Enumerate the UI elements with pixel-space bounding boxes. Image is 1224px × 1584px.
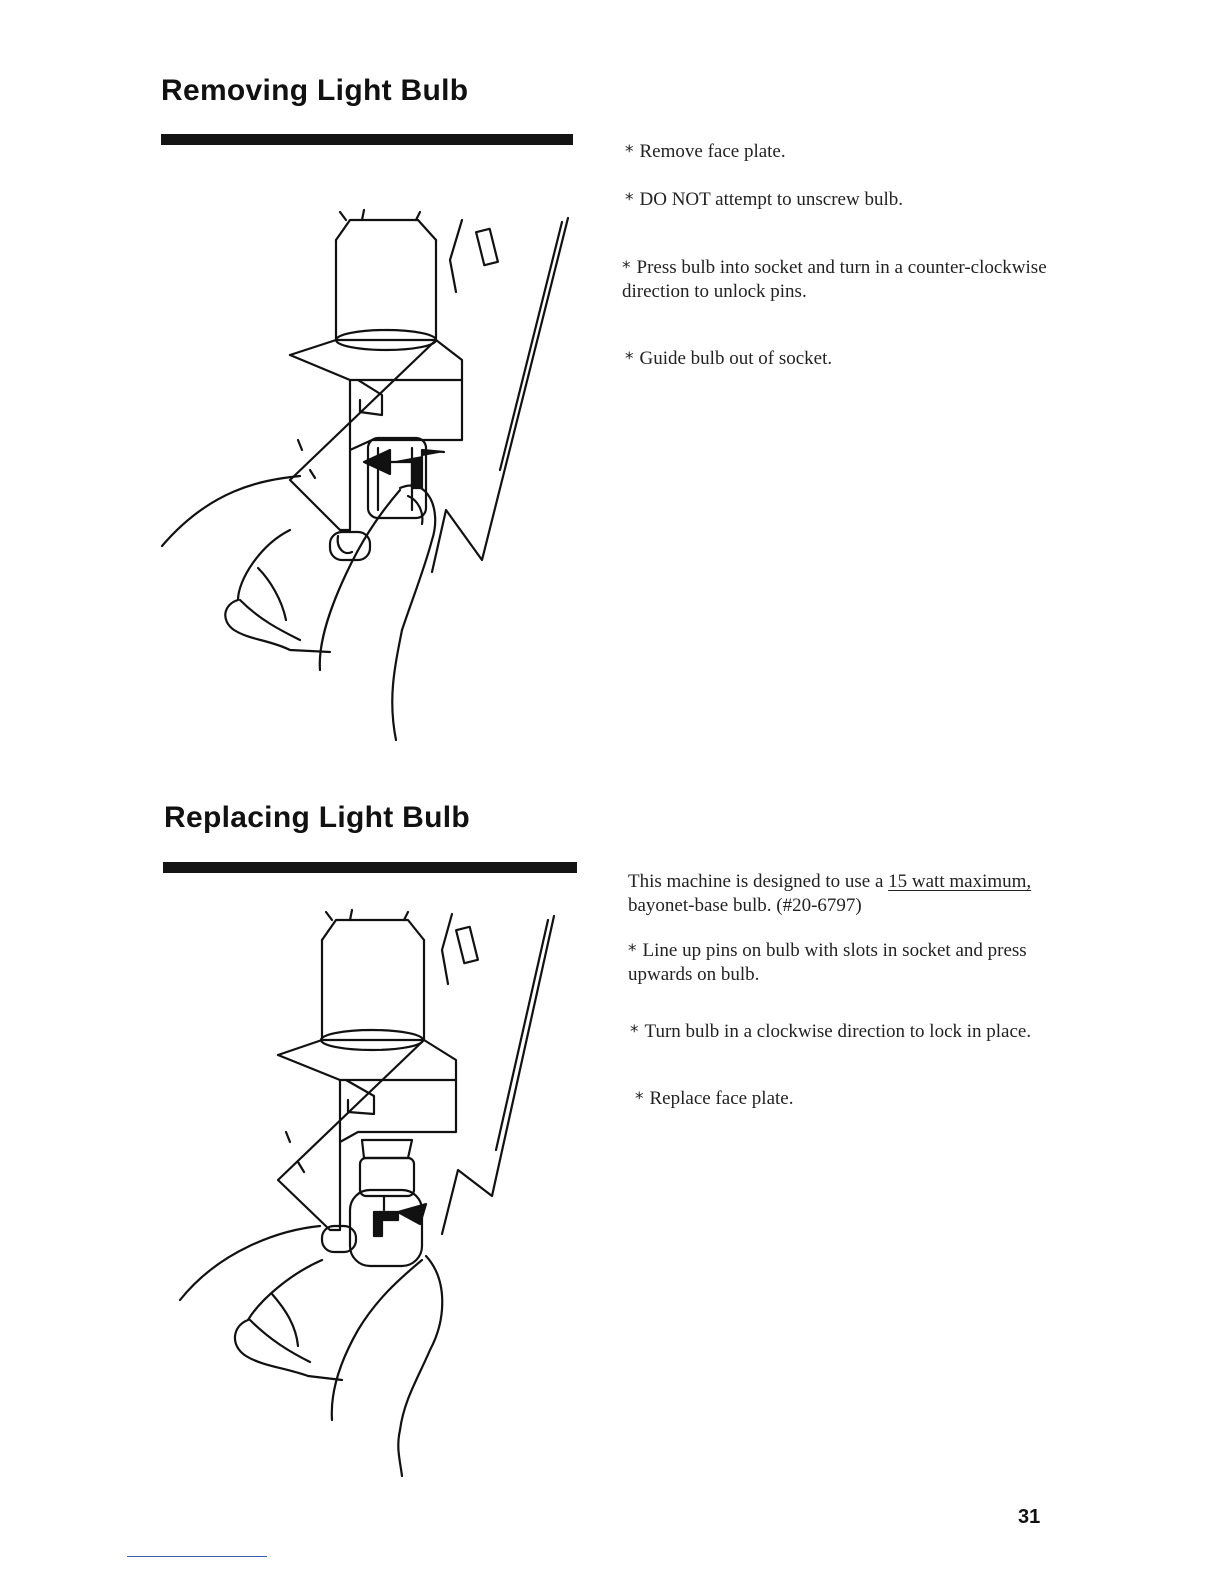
footer-line: [127, 1556, 267, 1557]
asterisk-icon: *: [625, 349, 634, 369]
replacing-intro-after: bayonet-base bulb. (#20-6797): [628, 895, 862, 916]
replacing-bulb-illustration: [178, 908, 556, 1478]
asterisk-icon: *: [622, 258, 631, 278]
removing-step-1: *Remove face plate.: [625, 140, 1055, 164]
removing-step-2: *DO NOT attempt to unscrew bulb.: [625, 188, 1055, 212]
removing-bulb-illustration: [160, 208, 570, 742]
asterisk-icon: *: [628, 941, 637, 961]
removing-step-3-text: Press bulb into socket and turn in a cou…: [622, 257, 1047, 302]
replacing-step-2: *Turn bulb in a clockwise direction to l…: [630, 1020, 1048, 1044]
replacing-step-2-text: Turn bulb in a clockwise direction to lo…: [644, 1021, 1032, 1042]
asterisk-icon: *: [625, 142, 634, 162]
replacing-step-1: *Line up pins on bulb with slots in sock…: [628, 939, 1048, 987]
replacing-intro-before: This machine is designed to use a: [628, 871, 889, 892]
asterisk-icon: *: [630, 1022, 639, 1042]
removing-step-3: *Press bulb into socket and turn in a co…: [622, 256, 1047, 304]
replacing-intro: This machine is designed to use a 15 wat…: [628, 870, 1048, 918]
replacing-step-3: *Replace face plate.: [635, 1087, 1055, 1111]
wattage-limit: 15 watt maximum,: [888, 871, 1032, 892]
replacing-step-1-text: Line up pins on bulb with slots in socke…: [628, 940, 1027, 985]
replacing-step-3-text: Replace face plate.: [649, 1088, 794, 1109]
removing-step-1-text: Remove face plate.: [639, 141, 786, 162]
removing-step-4: *Guide bulb out of socket.: [625, 347, 1055, 371]
asterisk-icon: *: [635, 1089, 644, 1109]
removing-title-rule: [161, 134, 573, 145]
asterisk-icon: *: [625, 190, 634, 210]
removing-step-2-text: DO NOT attempt to unscrew bulb.: [639, 189, 904, 210]
replacing-title-rule: [163, 862, 577, 873]
removing-step-4-text: Guide bulb out of socket.: [639, 348, 833, 369]
page-number: 31: [1018, 1506, 1041, 1528]
replacing-title: Replacing Light Bulb: [164, 801, 470, 834]
removing-title: Removing Light Bulb: [161, 74, 469, 107]
